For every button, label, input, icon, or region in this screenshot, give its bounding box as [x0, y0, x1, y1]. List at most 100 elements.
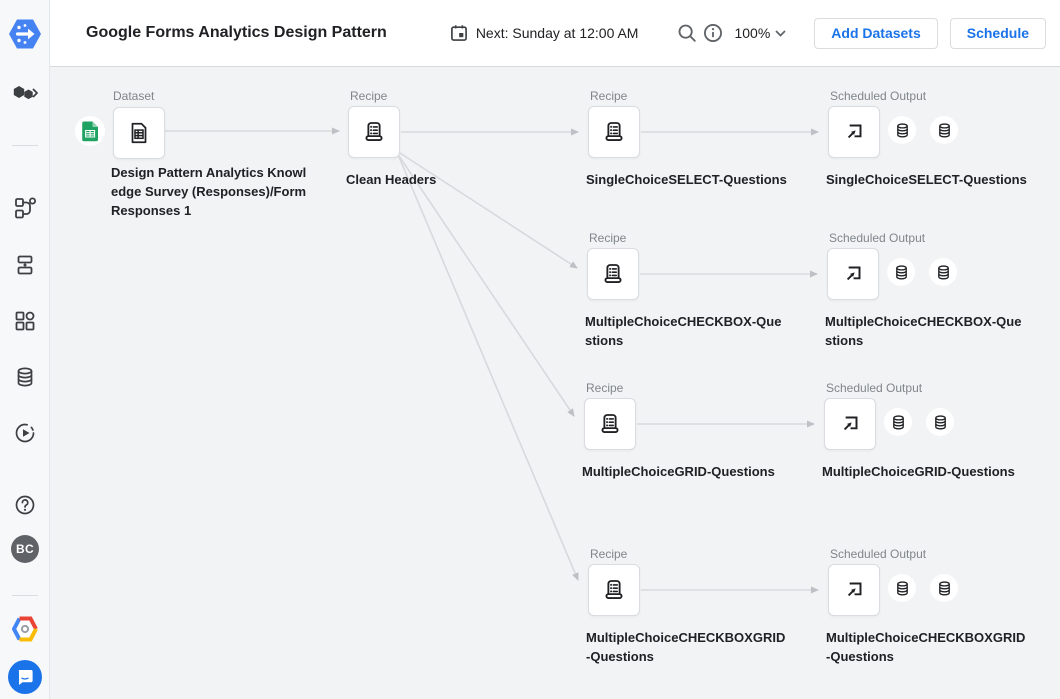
schedule-button[interactable]: Schedule [949, 17, 1046, 49]
output-card[interactable] [827, 248, 879, 300]
node-title[interactable]: Design Pattern Analytics Knowl edge Surv… [111, 165, 307, 218]
node-title[interactable]: Clean Headers [346, 172, 437, 187]
flow-edge [398, 155, 575, 417]
next-run-schedule[interactable]: Next: Sunday at 12:00 AM [449, 23, 639, 43]
info-icon [704, 24, 723, 42]
support-chat-button[interactable] [0, 660, 50, 694]
avatar-initials: BC [11, 535, 39, 563]
database-icon [892, 414, 904, 429]
node-type-label: Scheduled Output [830, 547, 927, 561]
flow-canvas[interactable]: Dataset [50, 67, 1060, 699]
output-destination[interactable] [888, 574, 916, 602]
sidebar-item-jobs[interactable] [0, 421, 50, 445]
recipe-icon [604, 264, 622, 283]
node-title[interactable]: MultipleChoiceCHECKBOX-Que stions [825, 314, 1022, 348]
job-history-icon [15, 423, 35, 443]
recipe-card[interactable] [584, 398, 636, 450]
output-destination[interactable] [926, 408, 954, 436]
node-type-label: Recipe [589, 231, 627, 245]
search-icon [679, 24, 697, 42]
next-run-label: Next: Sunday at 12:00 AM [475, 25, 639, 41]
dataset-card[interactable] [113, 107, 165, 159]
help-icon [15, 495, 35, 515]
recipe-icon [605, 580, 623, 599]
output-destination[interactable] [888, 116, 916, 144]
output-destination[interactable] [887, 258, 915, 286]
scheduled-output-icon [843, 416, 858, 431]
node-title[interactable]: MultipleChoiceGRID-Questions [822, 464, 1015, 479]
database-icon [937, 264, 949, 279]
output-card[interactable] [828, 564, 880, 616]
node-title[interactable]: MultipleChoiceCHECKBOXGRID -Questions [586, 630, 786, 664]
node-type-label: Recipe [590, 547, 628, 561]
search-button[interactable] [676, 16, 698, 50]
node-title[interactable]: MultipleChoiceCHECKBOXGRID -Questions [826, 630, 1026, 664]
google-sheets-source-icon[interactable] [75, 116, 105, 146]
flow-header: Google Forms Analytics Design Pattern Ne… [50, 0, 1060, 67]
node-title[interactable]: MultipleChoiceGRID-Questions [582, 464, 775, 479]
google-cloud-link[interactable] [0, 616, 50, 642]
node-title[interactable]: SingleChoiceSELECT-Questions [586, 172, 787, 187]
node-title[interactable]: SingleChoiceSELECT-Questions [826, 172, 1027, 187]
sidebar-item-flows[interactable] [0, 196, 50, 220]
node-type-label: Scheduled Output [826, 381, 923, 395]
hexagons-chevron-icon [13, 86, 38, 100]
database-icon [938, 580, 950, 595]
recipe-card[interactable] [348, 106, 400, 158]
sidebar-item-connections[interactable] [0, 365, 50, 389]
scheduled-output-icon [846, 266, 861, 281]
node-type-label: Scheduled Output [830, 89, 927, 103]
chat-icon [8, 660, 42, 694]
recipe-icon [605, 122, 623, 141]
sidebar-item-plans[interactable] [0, 253, 50, 277]
sidebar-item-workspace-switcher[interactable] [0, 79, 50, 107]
zoom-level-dropdown[interactable]: 100% [734, 25, 786, 41]
flow-connectors [165, 127, 819, 594]
recipe-card[interactable] [588, 564, 640, 616]
chevron-down-icon [775, 29, 786, 37]
database-icon [896, 580, 908, 595]
recipe-card[interactable] [588, 106, 640, 158]
recipe-card[interactable] [587, 248, 639, 300]
output-destination[interactable] [930, 116, 958, 144]
flow-edge [399, 152, 578, 269]
user-avatar[interactable]: BC [0, 535, 50, 563]
recipe-icon [365, 122, 383, 141]
node-type-label: Recipe [586, 381, 624, 395]
calendar-icon [450, 25, 467, 41]
output-card[interactable] [828, 106, 880, 158]
dataprep-hexagon-icon [9, 19, 41, 49]
database-icon [938, 122, 950, 137]
database-icon [896, 122, 908, 137]
scheduled-output-icon [847, 582, 862, 597]
scheduled-output-icon [847, 124, 862, 139]
database-icon [17, 367, 33, 387]
sidebar-divider [12, 145, 38, 146]
zoom-level-value: 100% [734, 25, 771, 41]
library-icon [15, 311, 35, 331]
output-destination[interactable] [884, 408, 912, 436]
node-type-label: Recipe [350, 89, 388, 103]
page-title: Google Forms Analytics Design Pattern [86, 24, 387, 41]
node-type-label: Recipe [590, 89, 628, 103]
info-button[interactable] [702, 16, 724, 50]
sheets-icon [81, 121, 98, 141]
output-destination[interactable] [929, 258, 957, 286]
flow-edge [398, 156, 579, 581]
database-icon [934, 414, 946, 429]
google-cloud-icon [12, 616, 38, 642]
output-destination[interactable] [930, 574, 958, 602]
sidebar-item-help[interactable] [0, 493, 50, 517]
sidebar-divider [12, 595, 38, 596]
add-datasets-button[interactable]: Add Datasets [814, 17, 938, 49]
left-sidebar: BC [0, 0, 50, 699]
node-type-label: Scheduled Output [829, 231, 926, 245]
sidebar-item-library[interactable] [0, 309, 50, 333]
dataset-table-icon [131, 122, 147, 144]
flow-icon [15, 197, 36, 219]
recipe-icon [601, 414, 619, 433]
node-title[interactable]: MultipleChoiceCHECKBOX-Que stions [585, 314, 782, 348]
output-card[interactable] [824, 398, 876, 450]
dataprep-logo[interactable] [0, 15, 50, 53]
